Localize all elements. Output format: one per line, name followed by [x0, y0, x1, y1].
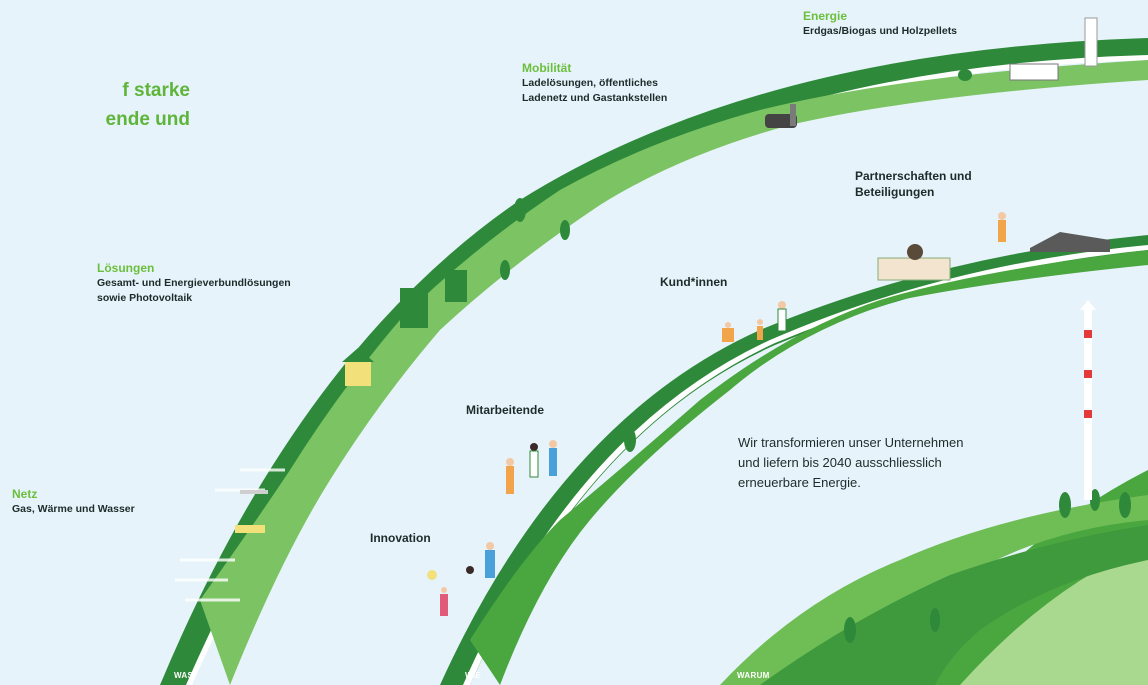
factory-hall — [1030, 232, 1110, 252]
category-netz: Netz Gas, Wärme und Wasser — [12, 487, 135, 517]
category-title: Mobilität — [522, 61, 572, 75]
category-desc: Ladenetz und Gastankstellen — [522, 92, 668, 104]
label-mitarbeitende: Mitarbeitende — [466, 403, 545, 417]
apartment-buildings — [342, 270, 467, 386]
warum-hills-front — [760, 525, 1148, 685]
headline-fragment: f starke ende und — [0, 76, 190, 134]
category-mobilitaet: Mobilität Ladelösungen, öffentliches Lad… — [522, 61, 667, 106]
category-energie: Energie Erdgas/Biogas und Holzpellets — [803, 9, 957, 39]
people-innovation — [427, 542, 495, 616]
category-desc: Erdgas/Biogas und Holzpellets — [803, 25, 958, 37]
category-title: Energie — [803, 9, 848, 23]
ring-tag-wie: WIE — [465, 671, 482, 680]
was-cloud-strokes — [175, 468, 285, 602]
mission-statement: Wir transformieren unser Unternehmen und… — [738, 433, 1068, 493]
solar-panels — [235, 490, 268, 533]
label-line: Beteiligungen — [855, 185, 935, 199]
label-innovation: Innovation — [370, 531, 431, 545]
ring-tag-warum: WARUM — [737, 671, 770, 680]
gas-station — [1009, 17, 1098, 81]
people-mitarbeitende — [506, 440, 557, 494]
category-desc: Gesamt- und Energieverbundlösungen — [97, 277, 291, 289]
category-desc: Gas, Wärme und Wasser — [12, 503, 135, 515]
town-hall — [877, 244, 951, 281]
headline-line-2: ende und — [105, 109, 190, 130]
statement-line: Wir transformieren unser Unternehmen — [738, 435, 964, 450]
people-partner — [998, 212, 1006, 242]
category-title: Netz — [12, 487, 38, 501]
people-kunden — [722, 301, 787, 342]
label-line: Partnerschaften und — [855, 169, 972, 183]
trees — [500, 69, 1131, 643]
headline-line-1: f starke — [122, 80, 190, 101]
category-title: Lösungen — [97, 261, 155, 275]
tower — [1080, 300, 1096, 500]
category-desc: sowie Photovoltaik — [97, 292, 193, 304]
label-partnerschaften: Partnerschaften und Beteiligungen — [855, 168, 972, 200]
category-desc: Ladelösungen, öffentliches — [522, 77, 658, 89]
was-hills — [200, 60, 1148, 685]
label-kunden: Kund*innen — [660, 275, 728, 289]
statement-line: erneuerbare Energie. — [738, 475, 861, 490]
statement-line: und liefern bis 2040 ausschliesslich — [738, 455, 942, 470]
wie-arc — [440, 235, 1148, 685]
warum-planet-core — [960, 545, 1148, 685]
ring-tag-was: WAS — [174, 671, 194, 680]
category-loesungen: Lösungen Gesamt- und Energieverbundlösun… — [97, 261, 291, 306]
car — [765, 104, 797, 128]
